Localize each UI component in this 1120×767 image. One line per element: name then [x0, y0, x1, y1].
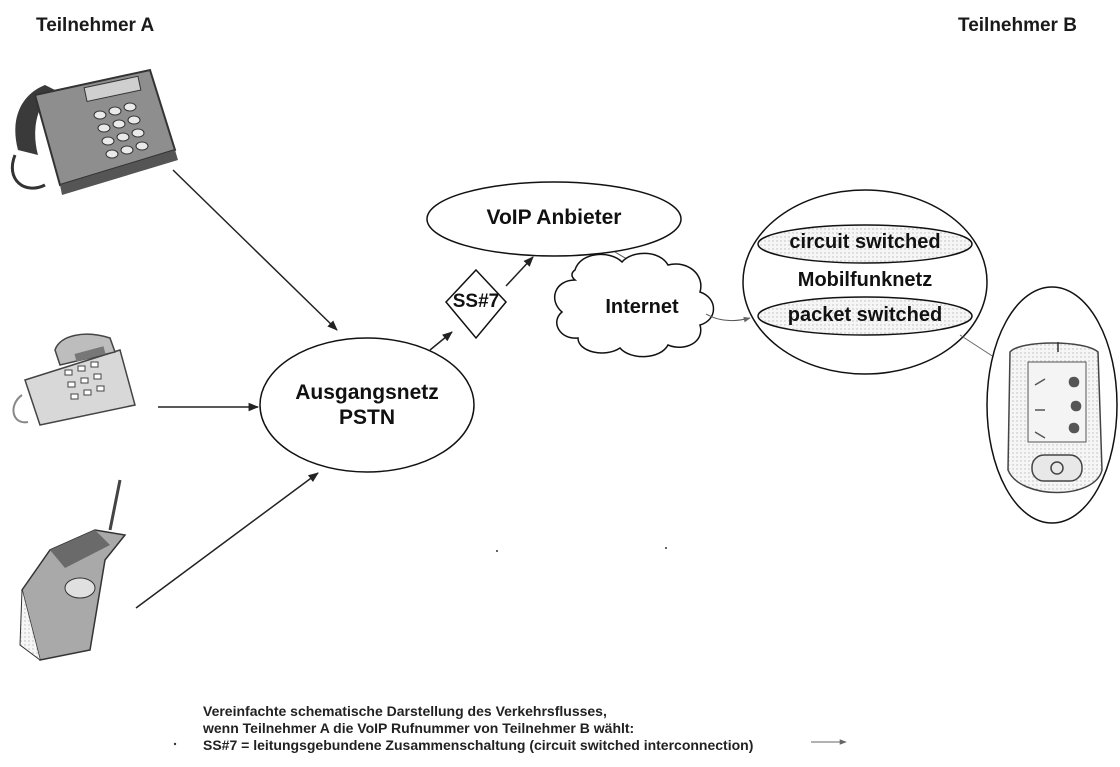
caption-line-2: wenn Teilnehmer A die VoIP Rufnummer von… — [203, 720, 635, 736]
participant-b-title: Teilnehmer B — [958, 15, 1077, 36]
origin-network-type: PSTN — [338, 406, 395, 429]
circuit-switched-label: circuit switched — [789, 231, 941, 253]
voip-provider-label: VoIP Anbieter — [486, 206, 622, 229]
packet-switched-ellipse — [757, 296, 973, 336]
participant-a-title: Teilnehmer A — [36, 15, 155, 36]
origin-network-name: Ausgangsnetz — [295, 381, 439, 404]
cordless-phone-icon — [12, 333, 136, 426]
voip-provider-ellipse — [426, 181, 682, 257]
origin-network-ellipse — [259, 337, 475, 473]
mobile-network-label: Mobilfunknetz — [797, 269, 933, 291]
mobile-phone-icon — [19, 479, 127, 661]
ss7-label: SS#7 — [452, 291, 500, 312]
desk-phone-icon — [10, 68, 178, 195]
packet-switched-label: packet switched — [787, 304, 943, 326]
origin-network-label: Ausgangsnetz PSTN — [267, 380, 467, 430]
smartphone-icon — [1007, 342, 1103, 494]
internet-label: Internet — [605, 296, 679, 318]
caption-line-1: Vereinfachte schematische Darstellung de… — [203, 703, 607, 719]
caption-line-3: SS#7 = leitungsgebundene Zusammenschaltu… — [203, 737, 754, 753]
diagram-caption: Vereinfachte schematische Darstellung de… — [203, 703, 753, 754]
internet-cloud — [553, 252, 715, 358]
circuit-switched-ellipse — [757, 224, 973, 264]
ss7-diamond — [444, 268, 508, 340]
